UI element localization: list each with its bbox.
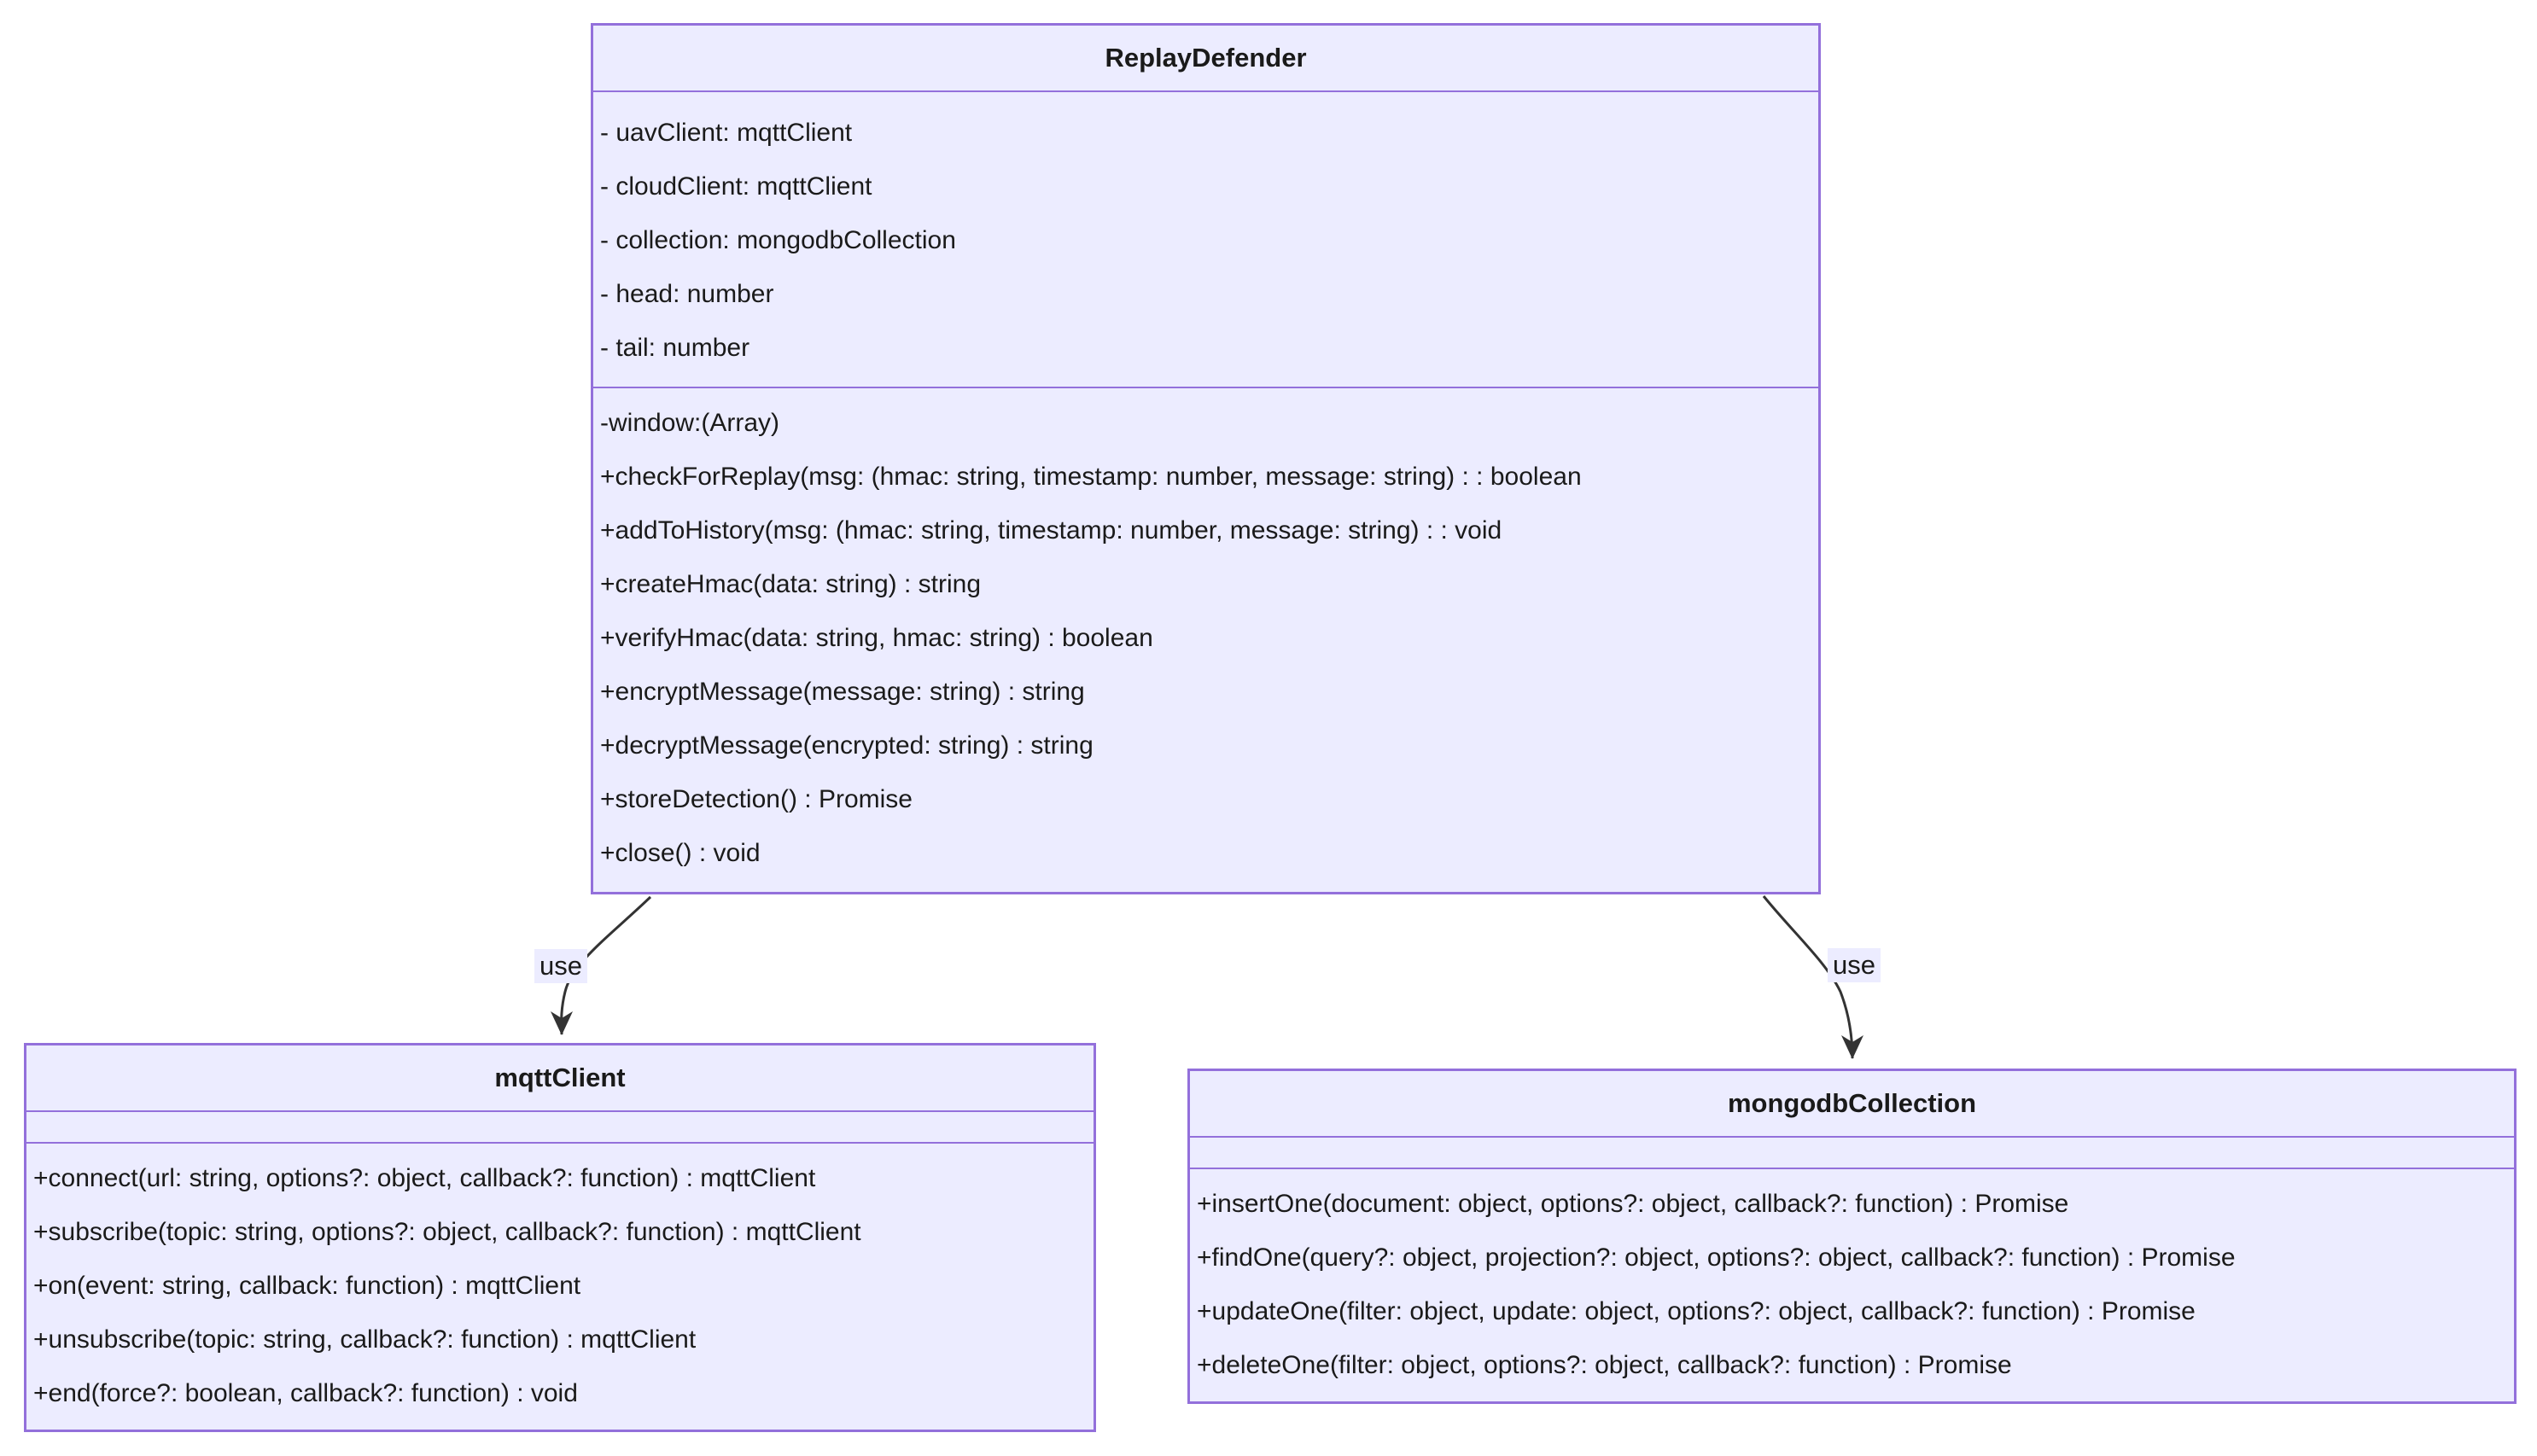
method-row: -window:(Array) (600, 409, 780, 437)
methods-section-mqttclient: +connect(url: string, options?: object, … (26, 1144, 1094, 1432)
method-row: +subscribe(topic: string, options?: obje… (33, 1218, 861, 1246)
attribute-row: - tail: number (600, 334, 750, 362)
attribute-row: - cloudClient: mqttClient (600, 172, 872, 201)
method-row: +createHmac(data: string) : string (600, 570, 982, 598)
method-row: +checkForReplay(msg: (hmac: string, time… (600, 463, 1582, 491)
methods-section-mongodbcollection: +insertOne(document: object, options?: o… (1190, 1169, 2514, 1404)
method-row: +deleteOne(filter: object, options?: obj… (1197, 1351, 2012, 1379)
method-row: +insertOne(document: object, options?: o… (1197, 1190, 2069, 1218)
method-row: +unsubscribe(topic: string, callback?: f… (33, 1325, 697, 1354)
attributes-section-mqttclient (26, 1112, 1094, 1144)
attribute-row: - collection: mongodbCollection (600, 226, 956, 254)
attributes-section-mongodbcollection (1190, 1138, 2514, 1169)
attribute-row: - uavClient: mqttClient (600, 119, 853, 147)
method-row: +verifyHmac(data: string, hmac: string) … (600, 624, 1153, 652)
method-row: +close() : void (600, 839, 761, 867)
attribute-row: - head: number (600, 280, 774, 308)
class-box-replaydefender: ReplayDefender - uavClient: mqttClient- … (591, 23, 1821, 894)
method-row: +findOne(query?: object, projection?: ob… (1197, 1243, 2236, 1272)
method-row: +connect(url: string, options?: object, … (33, 1164, 816, 1192)
method-row: +encryptMessage(message: string) : strin… (600, 678, 1085, 706)
attributes-section-replaydefender: - uavClient: mqttClient - cloudClient: mq… (593, 92, 1818, 388)
method-row: +on(event: string, callback: function) :… (33, 1272, 581, 1300)
methods-section-replaydefender: -window:(Array) +checkForReplay(msg: (hma… (593, 388, 1818, 892)
edge-label-use-mqttclient: use (534, 949, 587, 983)
method-row: +updateOne(filter: object, update: objec… (1197, 1297, 2196, 1325)
method-row: +storeDetection() : Promise (600, 785, 913, 813)
method-row: +addToHistory(msg: (hmac: string, timest… (600, 516, 1502, 545)
class-title-mongodbcollection: mongodbCollection (1190, 1071, 2514, 1138)
class-title-replaydefender: ReplayDefender (593, 26, 1818, 92)
class-box-mongodbcollection: mongodbCollection +insertOne(document: o… (1187, 1069, 2517, 1404)
class-box-mqttclient: mqttClient +connect(url: string, options… (24, 1043, 1096, 1432)
edge-label-use-mongodbcollection: use (1828, 948, 1881, 982)
method-row: +decryptMessage(encrypted: string) : str… (600, 731, 1094, 760)
method-row: +end(force?: boolean, callback?: functio… (33, 1379, 578, 1407)
class-title-mqttclient: mqttClient (26, 1045, 1094, 1112)
